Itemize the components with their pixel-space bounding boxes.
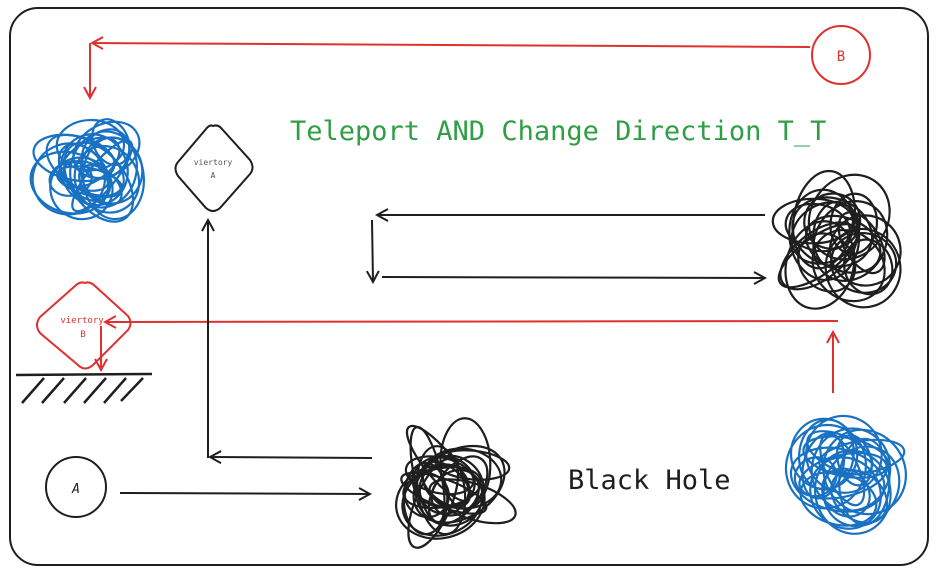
scribble-loop [49, 156, 114, 221]
scribble-loop [822, 445, 901, 528]
scribble-loop [821, 467, 871, 518]
circle-a [45, 456, 107, 518]
scribble-loop [824, 227, 902, 309]
scribble-loop [57, 143, 112, 202]
arrow-right [381, 277, 765, 278]
victory-a-letter: A [211, 171, 216, 180]
scribble-loop [402, 461, 449, 536]
black-hole-scribble-right [771, 169, 902, 310]
scribble-loop [830, 469, 889, 524]
victory-b-letter: B [80, 330, 85, 340]
circle-a-label: A [71, 482, 80, 497]
black-hole-scribble-bottom [395, 417, 517, 549]
scribble-loop [813, 449, 892, 535]
scribble-loop [777, 223, 859, 289]
circle-b-label: B [837, 49, 845, 65]
scribble-loop [829, 192, 879, 255]
scribble-loop [811, 228, 886, 303]
scribble-loop [434, 449, 511, 481]
victory-b-label: viertory [60, 316, 104, 326]
scribble-loop [784, 202, 851, 253]
scribble-loop [798, 451, 888, 500]
scribble-loop [798, 418, 855, 491]
arrow-down [372, 219, 373, 282]
diagram-title: Teleport AND Change Direction T_T [290, 116, 826, 147]
scribble-loop [32, 133, 116, 183]
arrow-left-bottom [210, 457, 373, 458]
blue-teleport-scribble-bottom-right [784, 414, 907, 535]
blue-teleport-scribble-top-left [29, 118, 145, 223]
black-hole-label: Black Hole [568, 465, 731, 496]
scribble-loop [55, 118, 126, 172]
ground-hatch [15, 372, 153, 404]
scribble-loop [404, 455, 475, 496]
red-arrow-top [92, 43, 811, 47]
circle-b [811, 25, 871, 85]
victory-b-diamond [36, 281, 132, 370]
arrow-a-to-black-hole [119, 493, 370, 494]
victory-a-label: viertory [194, 158, 233, 167]
scribble-loop [62, 159, 110, 192]
scribble-loop [405, 424, 472, 503]
scribble-loop [793, 456, 838, 498]
scribble-loop [819, 433, 866, 507]
scribble-loop [400, 471, 488, 515]
scribble-loop [56, 165, 124, 199]
scribble-loop [830, 232, 898, 294]
scribble-loop [803, 192, 862, 250]
victory-a-diamond [174, 124, 254, 212]
red-arrow-to-victory-b [105, 321, 839, 322]
scribble-loop [418, 463, 471, 515]
